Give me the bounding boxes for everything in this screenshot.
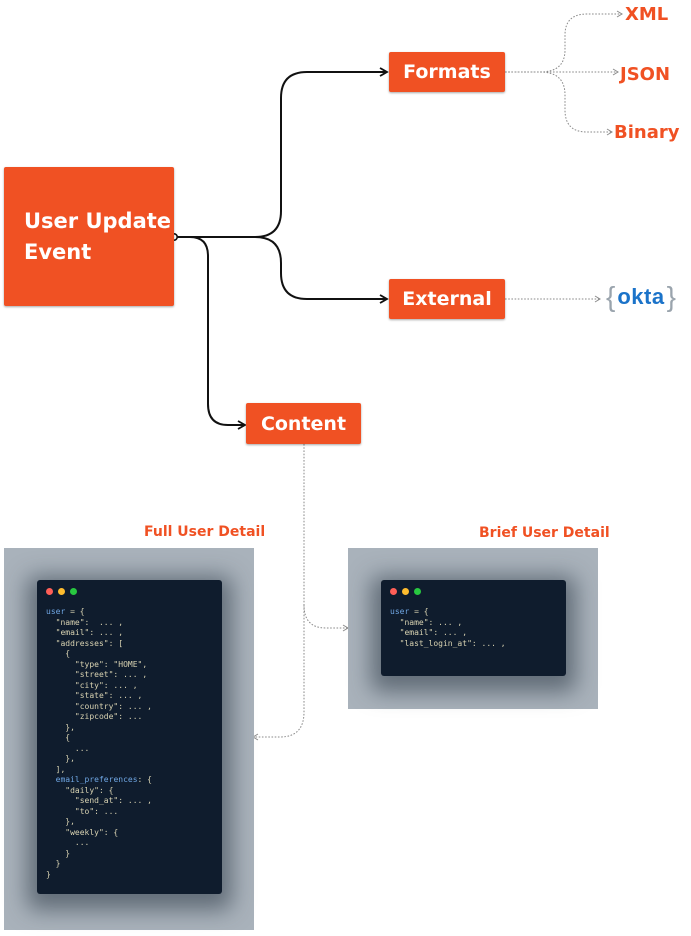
edge-content-full bbox=[252, 605, 305, 741]
full-code-block: user = { "name": ... , "email": ... , "a… bbox=[46, 607, 152, 880]
edge-content-brief bbox=[303, 444, 349, 632]
code-line: user = { bbox=[390, 607, 429, 616]
code-line: ... bbox=[46, 743, 90, 753]
code-line: }, bbox=[46, 817, 75, 826]
code-line: ], bbox=[46, 764, 66, 774]
minimize-dot-icon bbox=[402, 588, 409, 595]
brief-detail-caption: Brief User Detail bbox=[479, 525, 610, 541]
brief-code-block: user = { "name": ... , "email": ... , "l… bbox=[390, 607, 506, 649]
source-node-user-update-event: User Update Event bbox=[4, 167, 174, 306]
code-line: "email": ... , bbox=[390, 628, 468, 637]
brief-code-window: user = { "name": ... , "email": ... , "l… bbox=[381, 580, 566, 676]
node-external-label: External bbox=[402, 288, 492, 310]
code-line: "zipcode": ... bbox=[46, 712, 143, 721]
code-line: "weekly": { bbox=[46, 827, 119, 837]
node-external: External bbox=[389, 279, 505, 319]
code-line: "email": ... , bbox=[46, 628, 124, 637]
format-json: JSON bbox=[620, 64, 671, 85]
format-xml: XML bbox=[625, 4, 669, 25]
edge-to-content bbox=[174, 236, 247, 430]
code-line: { bbox=[46, 733, 71, 742]
code-line: } bbox=[46, 869, 51, 879]
edge-to-external bbox=[174, 236, 389, 304]
full-code-window: user = { "name": ... , "email": ... , "a… bbox=[37, 580, 222, 894]
okta-bracket-right: } bbox=[666, 281, 676, 312]
code-line: "state": ... , bbox=[46, 691, 143, 700]
maximize-dot-icon bbox=[70, 588, 77, 595]
window-controls bbox=[390, 588, 421, 595]
code-line: "to": ... bbox=[46, 806, 119, 816]
code-line: "city": ... , bbox=[46, 680, 138, 690]
code-line: "street": ... , bbox=[46, 670, 148, 679]
code-line: } bbox=[46, 848, 71, 858]
code-line: "name": ... , bbox=[390, 617, 463, 627]
full-detail-caption: Full User Detail bbox=[144, 524, 266, 540]
source-node-label: User Update Event bbox=[24, 208, 172, 264]
node-formats-label: Formats bbox=[403, 61, 491, 83]
okta-wordmark: okta bbox=[617, 284, 665, 309]
edge-formats-xml bbox=[505, 10, 623, 73]
maximize-dot-icon bbox=[414, 588, 421, 595]
code-line: "send_at": ... , bbox=[46, 796, 152, 805]
format-binary: Binary bbox=[614, 122, 680, 143]
edge-to-formats bbox=[174, 67, 389, 238]
code-line: "name": ... , bbox=[46, 617, 124, 627]
code-line: "country": ... , bbox=[46, 701, 152, 711]
okta-bracket-left: { bbox=[606, 281, 616, 312]
full-detail-panel: user = { "name": ... , "email": ... , "a… bbox=[4, 548, 254, 930]
brief-detail-panel: user = { "name": ... , "email": ... , "l… bbox=[348, 548, 598, 709]
code-line: email_preferences: { bbox=[55, 775, 152, 784]
close-dot-icon bbox=[390, 588, 397, 595]
code-line: "daily": { bbox=[46, 785, 114, 795]
code-line: ... bbox=[46, 838, 90, 847]
code-line: }, bbox=[46, 722, 75, 732]
okta-logo: { okta } bbox=[606, 283, 676, 311]
code-line: "addresses": [ bbox=[46, 638, 124, 648]
node-formats: Formats bbox=[389, 52, 505, 92]
code-line: user = { bbox=[46, 607, 85, 616]
code-line: { bbox=[46, 649, 71, 658]
code-line: "last_login_at": ... , bbox=[390, 638, 506, 648]
node-content-label: Content bbox=[260, 412, 347, 435]
node-content: Content bbox=[246, 403, 361, 444]
minimize-dot-icon bbox=[58, 588, 65, 595]
edge-formats-binary bbox=[505, 71, 613, 136]
code-line: }, bbox=[46, 754, 75, 763]
close-dot-icon bbox=[46, 588, 53, 595]
window-controls bbox=[46, 588, 77, 595]
code-line: } bbox=[46, 859, 61, 868]
code-line: "type": "HOME", bbox=[46, 659, 148, 669]
